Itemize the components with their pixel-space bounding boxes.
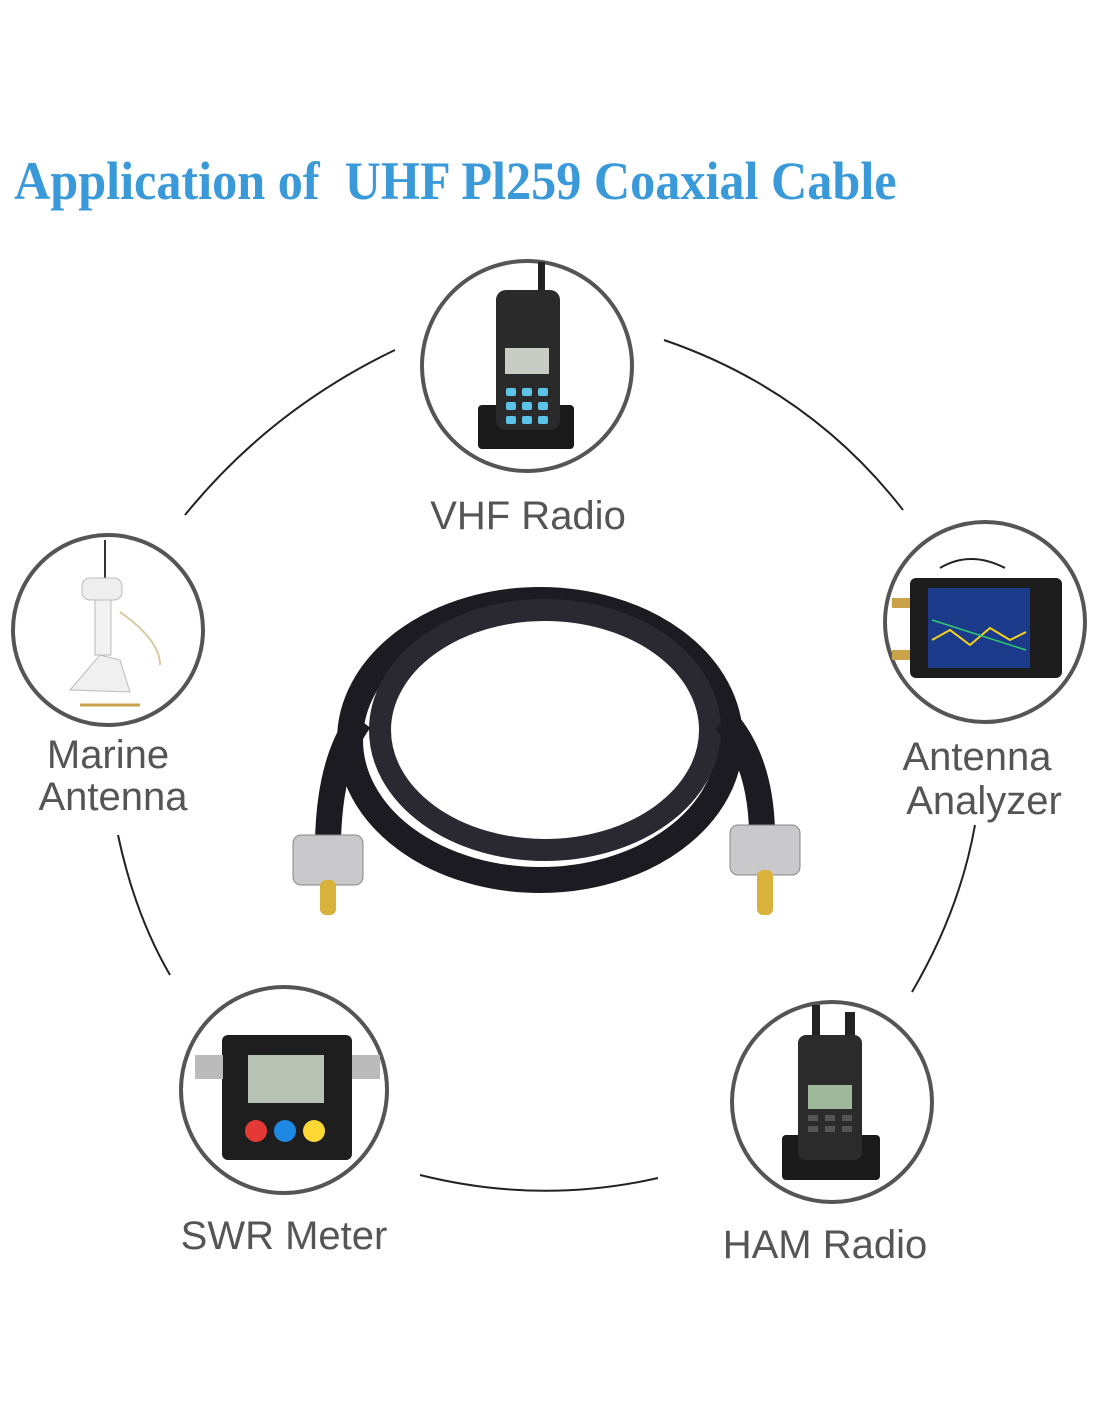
label-marine-antenna-line1: Marine — [46, 733, 170, 777]
label-vhf-radio: VHF Radio — [430, 494, 626, 538]
connector-arcs — [117, 339, 976, 1192]
label-swr-meter: SWR Meter — [180, 1214, 388, 1258]
antenna-analyzer-icon — [883, 520, 1087, 724]
page-title: Application of UHF Pl259 Coaxial Cable — [14, 151, 897, 211]
label-antenna-analyzer-line1: Antenna — [902, 735, 1052, 779]
label-ham-radio: HAM Radio — [722, 1223, 928, 1267]
arc-vhf-marine — [184, 349, 396, 516]
ham-radio-icon — [730, 1000, 934, 1204]
handheld-vhf-radio-icon — [420, 259, 634, 473]
arc-swr-ham — [419, 1174, 659, 1192]
arc-analyzer-ham — [911, 824, 976, 993]
arc-vhf-analyzer — [663, 339, 904, 511]
marine-antenna-icon — [11, 533, 205, 727]
label-antenna-analyzer-line2: Analyzer — [906, 779, 1062, 823]
coaxial-cable-pl259-icon — [292, 587, 801, 915]
swr-meter-icon — [179, 985, 389, 1195]
arc-marine-swr — [117, 834, 171, 976]
label-marine-antenna-line2: Antenna — [38, 775, 188, 819]
